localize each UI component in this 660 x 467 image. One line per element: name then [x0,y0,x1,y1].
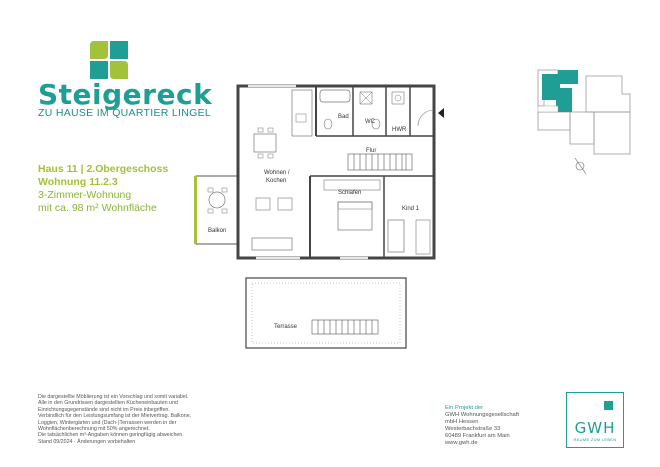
site-plan-map [537,69,631,175]
room-label-bad: Bad [338,114,349,120]
room-label-hwr: HWR [392,127,407,133]
room-label-terrasse: Terrasse [274,324,298,330]
floorplan: Bad WC HWR Flur Wohnen / Kochen Schlafen… [194,84,444,349]
disclaimer-line: Loggien, Wintergärten und (Dach-)Terrass… [38,419,177,426]
disclaimer-line: Die dargestellte Möblierung ist ein Vors… [38,394,189,400]
disclaimer-line: Die tatsächlichen m²-Angaben können geri… [38,432,184,439]
room-label-kochen: Kochen [266,178,286,184]
room-label-flur: Flur [366,148,376,154]
disclaimer-line: Stand 09/2024 · Änderungen vorbehalten [38,438,136,445]
disclaimer-line: Verbindlich für den Leistungsumfang ist … [38,413,192,420]
gwh-square-icon [604,401,613,410]
project-intro: Ein Projekt der [445,405,484,411]
disclaimer: Die dargestellte Möblierung ist ein Vors… [38,394,216,445]
room-label-wc: WC [365,119,376,125]
project-website[interactable]: www.gwh.de [445,440,478,446]
project-street: Westerbachstraße 33 [445,426,501,432]
brand-name: Steigereck [38,78,213,111]
project-info: Ein Projekt der GWH Wohnungsgesellschaft… [445,405,519,447]
unit-area: mit ca. 98 m² Wohnfläche [38,202,157,214]
room-label-schlafen: Schlafen [338,190,361,196]
project-company-suffix: mbH Hessen [445,419,479,425]
gwh-logo-text: GWH [574,419,616,437]
brand-subtitle: ZU HAUSE IM QUARTIER LINGEL [38,107,212,119]
steigereck-logo-icon [90,41,128,79]
project-company: GWH Wohnungsgesellschaft [445,412,519,418]
unit-rooms: 3-Zimmer-Wohnung [38,189,132,201]
disclaimer-line: Alle in den Grundrissen dargestellten Kü… [38,400,178,407]
room-label-kind: Kind 1 [402,206,420,212]
room-label-wohnen: Wohnen / [264,170,290,176]
unit-number: Wohnung 11.2.3 [38,176,118,188]
disclaimer-line: Wohnflächenberechnung mit 50% angerechne… [38,426,150,433]
compass-icon [574,157,587,175]
project-city: 60489 Frankfurt am Main [445,433,510,439]
gwh-tagline: RÄUME ZUM LEBEN [573,437,617,442]
unit-house-floor: Haus 11 | 2.Obergeschoss [38,163,169,175]
building-highlight-icon [542,74,572,112]
room-label-balkon: Balkon [208,228,226,234]
disclaimer-line: Einrichtungsgegenstände sind nicht im Pr… [38,406,170,413]
gwh-logo: GWH RÄUME ZUM LEBEN [566,392,624,448]
